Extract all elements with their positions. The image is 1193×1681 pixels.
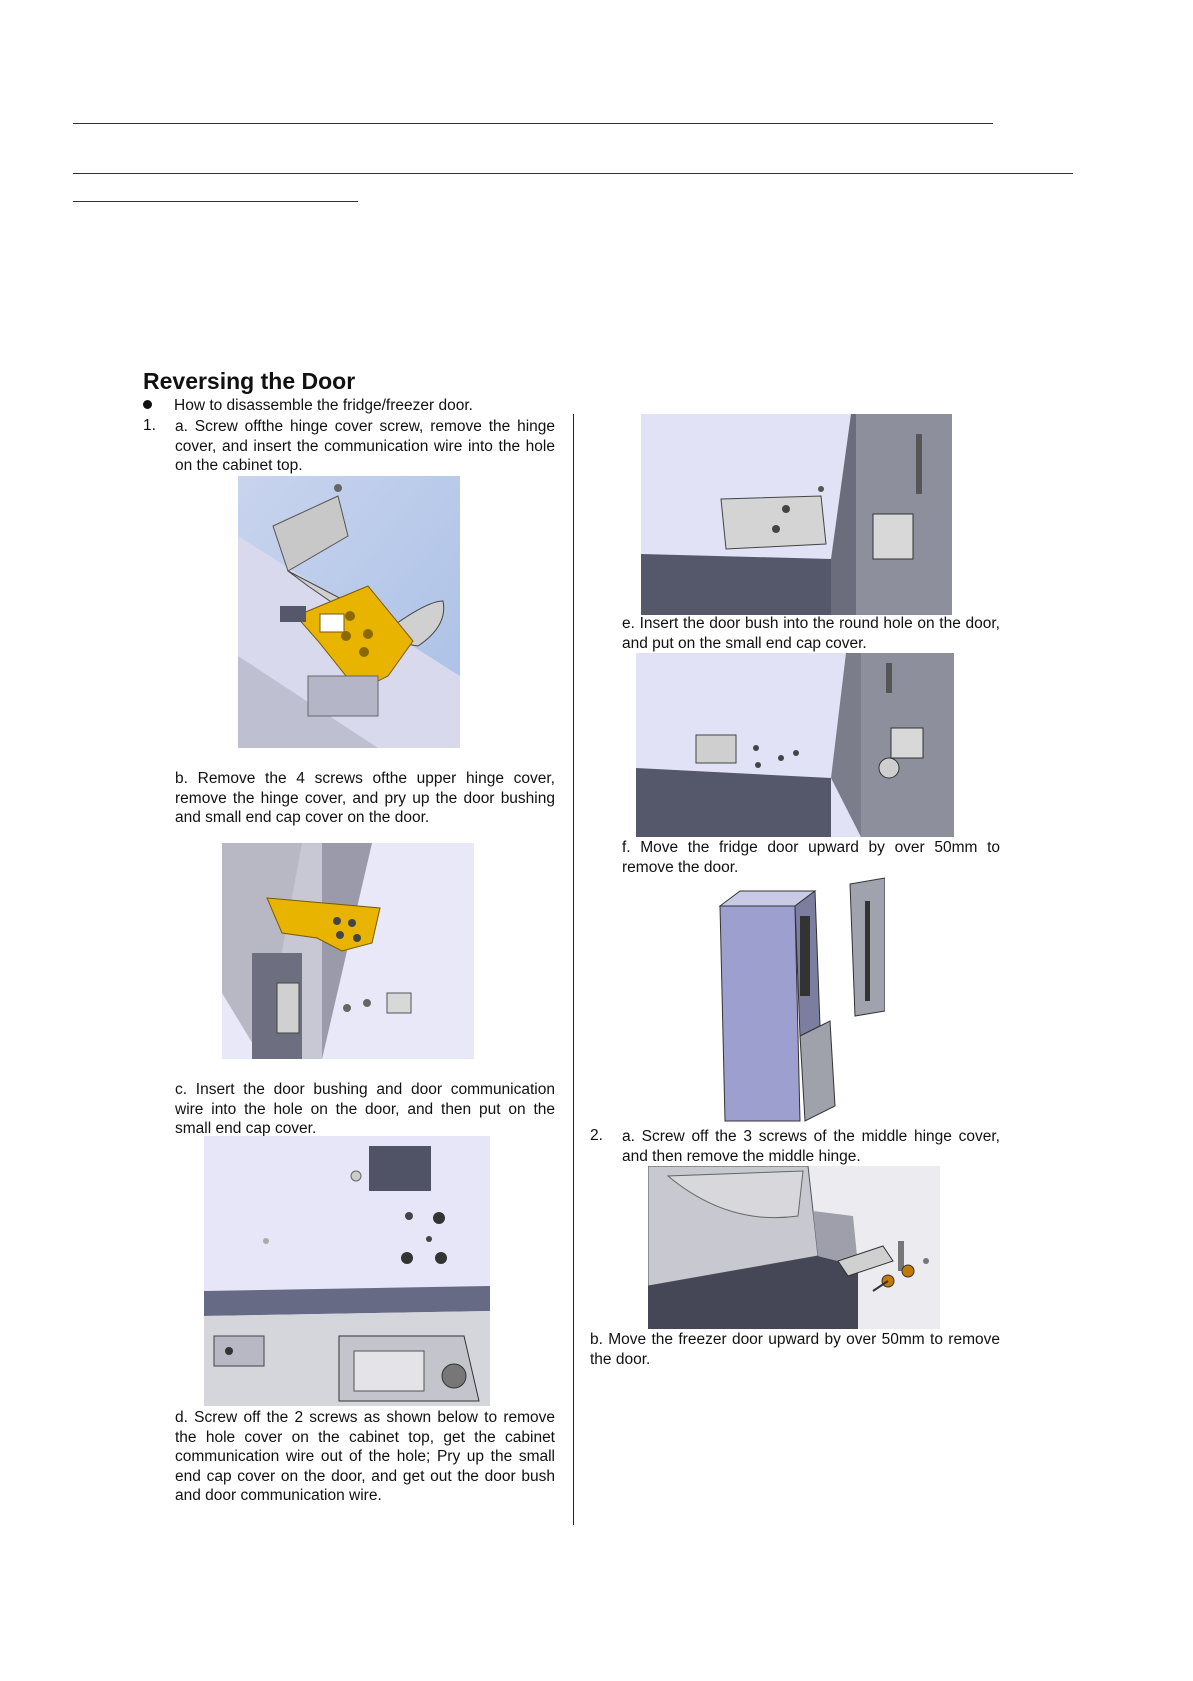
figure-1d-hole-cover: [641, 414, 952, 615]
figure-1b-upper-hinge: [222, 843, 474, 1059]
step-1e-text: e. Insert the door bush into the round h…: [622, 615, 1000, 652]
figure-2a-middle-hinge: [648, 1166, 940, 1329]
step-1a-text: a. Screw offthe hinge cover screw, remov…: [175, 418, 555, 474]
bullet-icon: [143, 400, 152, 409]
header-rule-1: [73, 123, 993, 124]
step-1f-text: f. Move the fridge door upward by over 5…: [622, 839, 1000, 876]
figure-1e-door-bush: [636, 653, 954, 837]
page-title: Reversing the Door: [143, 368, 356, 394]
header-rule-2: [73, 173, 1073, 174]
figure-1c-door-bushing: [204, 1136, 490, 1406]
step-1d-text: d. Screw off the 2 screws as shown below…: [175, 1409, 555, 1504]
step-number-1: 1.: [143, 417, 156, 434]
step-1c-text: c. Insert the door bushing and door comm…: [175, 1081, 555, 1137]
step-2b-text: b. Move the freezer door upward by over …: [590, 1331, 1000, 1368]
step-number-2: 2.: [590, 1127, 603, 1144]
column-divider: [573, 414, 574, 1525]
step-1b-text: b. Remove the 4 screws ofthe upper hinge…: [175, 770, 555, 826]
figure-1f-fridge-door: [705, 876, 885, 1126]
intro-bullet: How to disassemble the fridge/freezer do…: [143, 397, 473, 415]
figure-1a-hinge-cover: [238, 476, 460, 748]
header-rule-3: [73, 201, 358, 202]
step-2a-text: a. Screw off the 3 screws of the middle …: [622, 1128, 1000, 1165]
intro-text: How to disassemble the fridge/freezer do…: [174, 397, 473, 414]
